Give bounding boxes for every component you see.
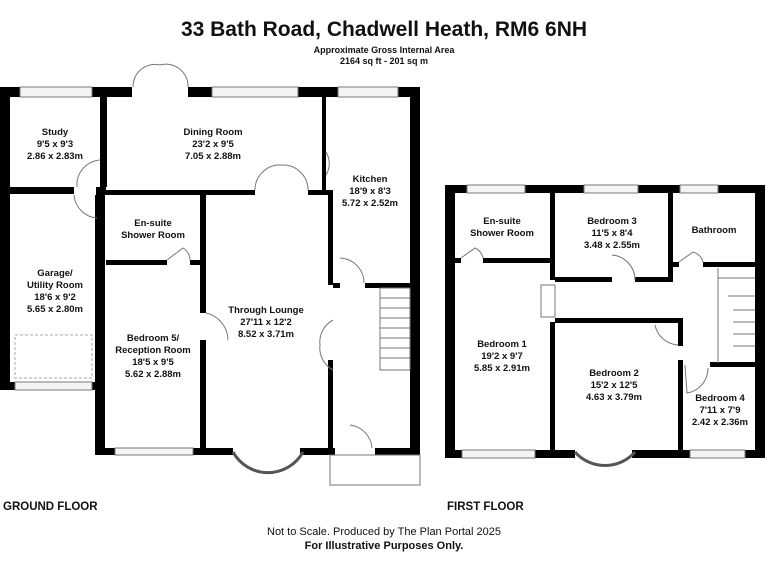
ground-floor-walls: [0, 87, 420, 455]
ground-floor-label: GROUND FLOOR: [3, 501, 98, 513]
ground-floor-fixtures: [14, 63, 421, 486]
room-bathroom: Bathroom: [691, 225, 737, 236]
area-value: 2164 sq ft - 201 sq m: [339, 56, 429, 66]
property-address: 33 Bath Road, Chadwell Heath, RM6 6NH: [180, 18, 588, 41]
first-floor-fixtures: [460, 184, 755, 467]
first-floor-walls: [445, 185, 765, 458]
disclaimer-scale: Not to Scale. Produced by The Plan Porta…: [267, 526, 501, 538]
first-floor-label: FIRST FLOOR: [447, 501, 524, 513]
disclaimer-illustrative: For Illustrative Purposes Only.: [304, 540, 464, 552]
area-label: Approximate Gross Internal Area: [313, 45, 455, 55]
